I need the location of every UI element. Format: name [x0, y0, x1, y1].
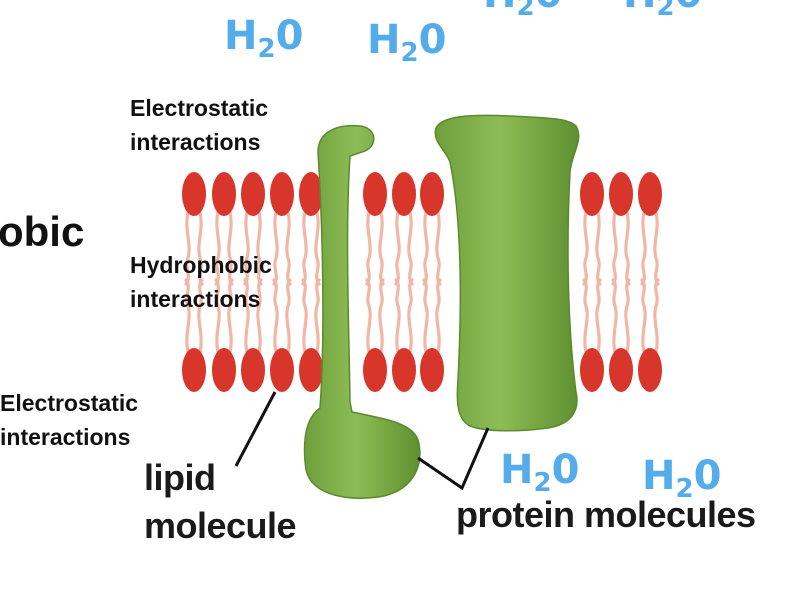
water-molecule: H20 [642, 453, 722, 504]
lipid-head-icon [420, 172, 444, 216]
label-line: Electrostatic [130, 95, 269, 121]
lipid-tail-icon [301, 210, 308, 286]
lipid-tail-icon [365, 210, 372, 286]
lipid-tail-icon [227, 210, 234, 286]
label-line: interactions [130, 129, 261, 155]
lipid-head-icon [392, 172, 416, 216]
protein-molecules-label: protein molecules [456, 494, 756, 535]
protein-pointer-line [417, 427, 490, 491]
lipid-tail-icon [394, 278, 401, 354]
lipid-tail-icon [407, 210, 414, 286]
lipid-head-icon [299, 172, 323, 216]
lipid-head-icon [270, 348, 294, 392]
lipid-tail-icon [214, 210, 221, 286]
lipid-tail-icon [243, 278, 250, 354]
lipid-head-icon [638, 348, 662, 392]
partial-hydrophobic-label: obic [0, 208, 85, 255]
water-molecule: H20 [483, 0, 562, 22]
lipid-head-icon [212, 172, 236, 216]
lipid-tail-icon [184, 278, 191, 354]
lipid-tails [184, 210, 660, 354]
lipid-pointer-line [234, 391, 277, 467]
lipid-tail-icon [243, 210, 250, 286]
lipid-tail-icon [227, 278, 234, 354]
lipid-head-icon [241, 348, 265, 392]
lipid-tail-icon [378, 278, 385, 354]
water-molecule: H20 [367, 17, 447, 68]
label-line: lipid [144, 457, 216, 498]
lipid-head-icon [241, 172, 265, 216]
lipid-tail-icon [595, 278, 602, 354]
lipid-head-icon [420, 348, 444, 392]
water-molecule: H20 [224, 13, 304, 64]
lipid-tail-icon [285, 278, 292, 354]
lipid-tail-icon [611, 210, 618, 286]
label-line: interactions [130, 286, 261, 312]
lipid-tail-icon [407, 278, 414, 354]
lipid-head-icon [182, 172, 206, 216]
label-line: Hydrophobic [130, 252, 272, 278]
protein-left-icon [303, 124, 421, 499]
lipid-tail-icon [394, 210, 401, 286]
label-line: interactions [0, 424, 131, 450]
label-line: molecule [144, 505, 297, 546]
lipid-tail-icon [365, 278, 372, 354]
lipid-tail-icon [640, 210, 647, 286]
lipid-head-icon [270, 172, 294, 216]
lipid-tail-icon [285, 210, 292, 286]
lipid-head-icon [638, 172, 662, 216]
lipid-tail-icon [640, 278, 647, 354]
hydrophobic-label: Hydrophobic interactions [130, 248, 272, 316]
lipid-head-icon [392, 348, 416, 392]
lipid-tail-icon [653, 210, 660, 286]
lipid-head-icon [609, 348, 633, 392]
lipid-tail-icon [624, 210, 631, 286]
lipid-tail-icon [197, 278, 204, 354]
lipid-tail-icon [435, 278, 442, 354]
water-molecule: H20 [623, 0, 702, 22]
lipid-tail-icon [256, 278, 263, 354]
lipid-tail-icon [611, 278, 618, 354]
lipid-tail-icon [314, 210, 321, 286]
lipid-tail-icon [595, 210, 602, 286]
lipid-head-icon [609, 172, 633, 216]
lipid-heads [182, 172, 662, 392]
protein-right-icon [434, 114, 580, 432]
lipid-head-icon [212, 348, 236, 392]
lipid-head-icon [363, 172, 387, 216]
lipid-tail-icon [272, 278, 279, 354]
lipid-molecule-label: lipid molecule [144, 454, 297, 550]
lipid-tail-icon [301, 278, 308, 354]
water-molecule: H20 [500, 447, 580, 498]
lipid-head-icon [182, 348, 206, 392]
lipid-tail-icon [435, 210, 442, 286]
lipid-head-icon [363, 348, 387, 392]
electrostatic-top-label: Electrostatic interactions [130, 91, 268, 159]
lipid-tail-icon [422, 278, 429, 354]
lipid-head-icon [580, 348, 604, 392]
lipid-tail-icon [214, 278, 221, 354]
lipid-tail-icon [582, 210, 589, 286]
lipid-tail-icon [422, 210, 429, 286]
lipid-tail-icon [197, 210, 204, 286]
lipid-head-icon [299, 348, 323, 392]
lipid-head-icon [580, 172, 604, 216]
lipid-tail-icon [256, 210, 263, 286]
label-line: Electrostatic [0, 390, 139, 416]
lipid-tail-icon [272, 210, 279, 286]
lipid-tail-icon [184, 210, 191, 286]
lipid-tail-icon [314, 278, 321, 354]
lipid-tail-icon [582, 278, 589, 354]
lipid-tail-icon [653, 278, 660, 354]
lipid-tail-icon [378, 210, 385, 286]
lipid-tail-icon [624, 278, 631, 354]
electrostatic-bottom-label: Electrostatic interactions [0, 386, 138, 454]
